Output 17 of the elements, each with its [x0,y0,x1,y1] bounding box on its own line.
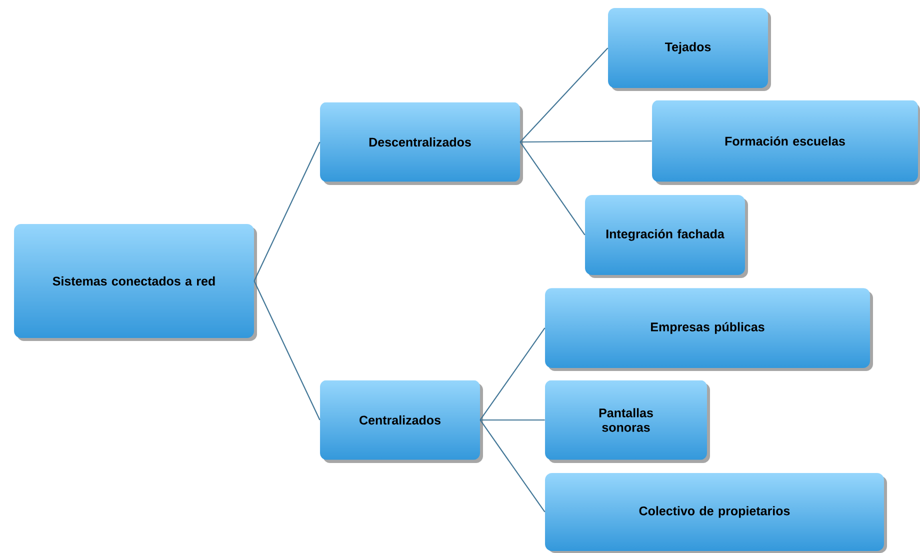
connector-line [480,420,546,512]
connector-line [520,140,652,143]
connector-line [520,48,608,142]
connector-line [520,142,586,236]
process-box: Colectivo de propietarios [545,473,887,553]
process-box: Empresas públicas [545,288,873,371]
connector-line [480,419,545,421]
process-box: Descentralizados [320,102,523,185]
process-box: Pantallas sonoras [545,380,710,463]
process-box: Centralizados [320,380,483,463]
process-box: Sistemas conectados a red [14,224,257,341]
connector-line [254,280,320,420]
connector-line [480,328,546,420]
process-box: Integración fachada [585,195,748,278]
process-box: Tejados [608,8,771,91]
connector-line [254,142,320,282]
process-box: Formación escuelas [652,100,920,185]
